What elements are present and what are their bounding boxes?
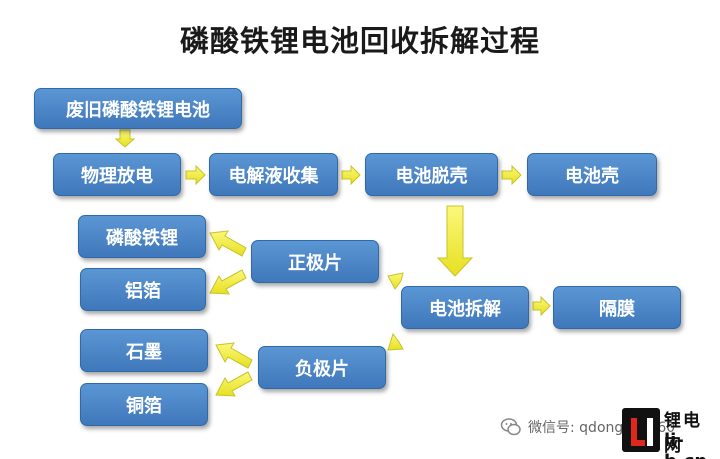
- arrow-anode-to-graphite: [215, 342, 253, 369]
- arrow-cathode-to-lfp: [209, 230, 247, 257]
- page-title: 磷酸铁锂电池回收拆解过程: [179, 24, 540, 58]
- node-discharge: 物理放电: [53, 153, 181, 196]
- arrow-anode-to-cufoil: [215, 371, 253, 397]
- arrow-shell-removal-to-dismantle: [436, 205, 474, 277]
- node-cu-foil: 铜箔: [80, 383, 208, 426]
- arrow-dismantle-to-separator: [532, 295, 551, 317]
- arrow-dismantle-to-anode: [387, 332, 404, 351]
- node-lfp: 磷酸铁锂: [78, 215, 206, 258]
- node-graphite: 石墨: [80, 329, 208, 372]
- logo-text-cn: 锂电网: [664, 411, 702, 456]
- arrow-shell-removal-to-shell: [501, 164, 522, 186]
- arrow-discharge-to-electrolyte: [185, 164, 206, 186]
- node-dismantle: 电池拆解: [401, 286, 529, 329]
- node-cathode: 正极片: [251, 240, 379, 283]
- node-anode: 负极片: [258, 346, 386, 389]
- node-separator: 隔膜: [553, 286, 681, 329]
- logo-mark: [622, 408, 660, 452]
- logo-text-domain: li-b.cn: [664, 430, 707, 459]
- arrow-cathode-to-alfoil: [209, 269, 247, 295]
- node-al-foil: 铝箔: [80, 268, 206, 311]
- node-electrolyte: 电解液收集: [209, 153, 338, 196]
- node-shell-removal: 电池脱壳: [365, 153, 498, 196]
- wechat-icon: [500, 418, 521, 436]
- node-shell: 电池壳: [527, 153, 657, 196]
- node-waste-battery: 废旧磷酸铁锂电池: [34, 88, 242, 129]
- arrow-dismantle-to-cathode: [387, 272, 404, 290]
- arrow-waste-to-discharge: [114, 129, 136, 148]
- site-logo: 锂电网 li-b.cn: [622, 404, 718, 459]
- arrow-electrolyte-to-shell-removal: [341, 164, 361, 186]
